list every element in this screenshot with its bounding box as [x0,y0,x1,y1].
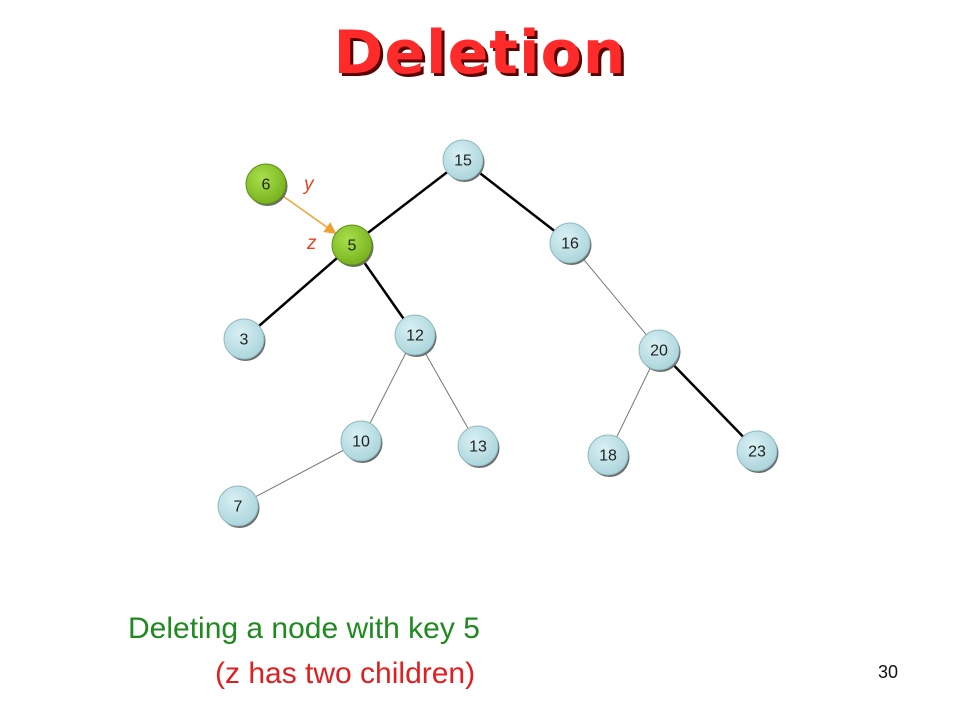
nodes-layer: 15 5 16 3 12 20 10 13 18 23 7 6 [217,139,779,528]
tree-node-circle [340,420,382,462]
variable-label-y: y [302,174,315,195]
successor-pointer-arrow [281,194,337,235]
tree-node-label: 3 [240,332,249,349]
tree-node-label: 16 [561,236,579,253]
tree-node-label: 13 [469,439,487,456]
tree-node-circle [331,224,373,266]
tree-node-7: 7 [217,485,260,528]
page-number: 30 [878,662,899,682]
tree-node-label: 23 [748,444,766,461]
tree-node-5: 5 [331,224,374,267]
tree-edge-10-7 [237,440,362,507]
tree-node-6: 6 [245,163,288,206]
tree-node-circle [736,430,778,472]
tree-node-circle [638,329,680,371]
variable-label-z: z [306,233,317,254]
tree-node-circle [549,222,591,264]
caption-line-1: Deleting a node with key 5 [128,612,480,645]
tree-edge-5-3 [243,244,353,340]
tree-node-18: 18 [587,434,630,477]
tree-node-label: 7 [234,499,243,516]
tree-node-circle [457,425,499,467]
tree-node-label: 18 [599,448,617,465]
tree-node-circle [245,163,287,205]
tree-node-20: 20 [638,329,681,372]
tree-node-label: 5 [348,238,357,255]
tree-node-10: 10 [340,420,383,463]
tree-node-circle [394,314,436,356]
tree-node-16: 16 [549,222,592,265]
slide-title: Deletion [333,18,627,88]
tree-node-label: 6 [262,177,271,194]
tree-node-circle [223,318,265,360]
caption-line-2: (z has two children) [215,657,476,690]
tree-edge-16-20 [569,242,660,351]
tree-node-circle [587,434,629,476]
tree-node-23: 23 [736,430,779,473]
tree-node-15: 15 [442,139,485,182]
pointer-layer [281,194,337,235]
tree-node-label: 20 [650,343,668,360]
tree-edge-15-16 [462,159,571,244]
tree-node-label: 12 [406,328,424,345]
tree-node-circle [217,485,259,527]
tree-node-label: 15 [454,153,472,170]
tree-node-3: 3 [223,318,266,361]
tree-node-12: 12 [394,314,437,357]
tree-edge-20-23 [658,349,758,452]
tree-edge-15-5 [351,159,464,246]
tree-node-13: 13 [457,425,500,468]
tree-node-circle [442,139,484,181]
tree-node-label: 10 [352,434,370,451]
